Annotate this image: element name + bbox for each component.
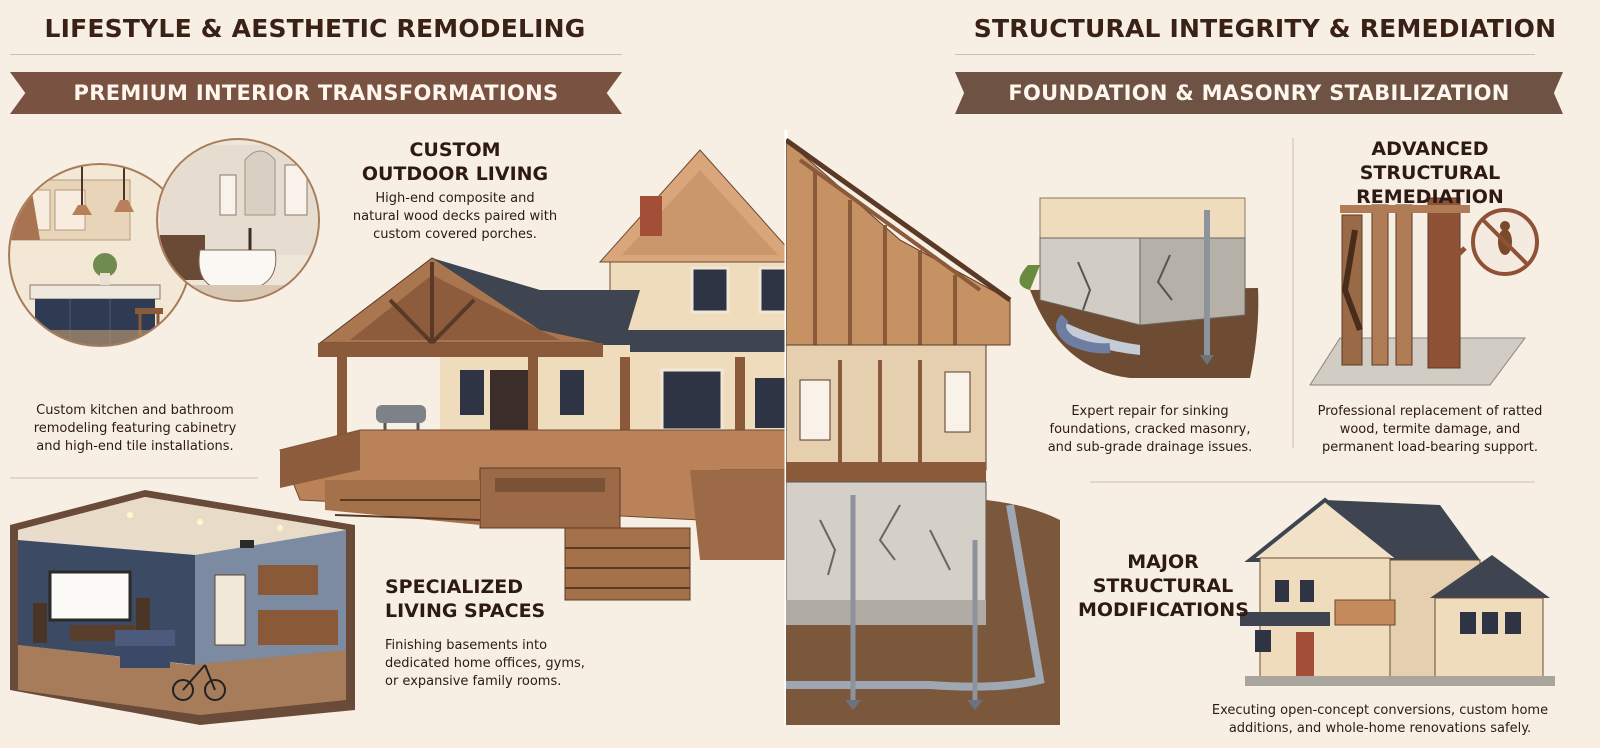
interior-remodel-desc-line-3: and high-end tile installations. (36, 439, 234, 454)
interior-remodel-desc-line-2: remodeling featuring cabinetry (33, 421, 237, 436)
foundation-repair-desc-line-2: foundations, cracked masonry, (1049, 422, 1251, 437)
major-modifications-title-line-2: STRUCTURAL (1092, 575, 1234, 597)
left-heading: LIFESTYLE & AESTHETIC REMODELING (44, 14, 586, 43)
specialized-spaces-title-line-2: LIVING SPACES (385, 600, 546, 622)
major-modifications-title-line-3: MODIFICATIONS (1078, 599, 1249, 621)
left-banner: PREMIUM INTERIOR TRANSFORMATIONS (10, 72, 622, 114)
specialized-spaces-desc-line-1: Finishing basements into (385, 638, 548, 653)
specialized-spaces-desc-line-3: or expansive family rooms. (385, 674, 562, 689)
advanced-remediation-description: Professional replacement of ratted wood,… (1300, 403, 1560, 457)
foundation-repair-desc-line-1: Expert repair for sinking (1071, 404, 1229, 419)
outdoor-living-desc-line-2: natural wood decks paired with (352, 209, 558, 224)
major-modifications-title: MAJOR STRUCTURAL MODIFICATIONS (1078, 550, 1249, 622)
major-modifications-title-line-1: MAJOR (1127, 551, 1199, 573)
outdoor-living-desc-line-3: custom covered porches. (373, 227, 537, 242)
outdoor-living-description: High-end composite and natural wood deck… (340, 190, 570, 244)
bathroom-circle-illustration (156, 138, 320, 302)
major-modifications-description: Executing open-concept conversions, cust… (1200, 702, 1560, 738)
advanced-remediation-title-line-2: REMEDIATION (1356, 186, 1504, 208)
right-banner: FOUNDATION & MASONRY STABILIZATION (955, 72, 1563, 114)
foundation-repair-illustration (1019, 197, 1259, 378)
advanced-remediation-desc-line-2: wood, termite damage, and (1339, 422, 1521, 437)
specialized-spaces-desc-line-2: dedicated home offices, gyms, (385, 656, 585, 671)
specialized-spaces-title-line-1: SPECIALIZED (385, 576, 524, 598)
house-finished-half (279, 149, 786, 601)
left-heading-rule (10, 54, 622, 55)
advanced-remediation-title: ADVANCED STRUCTURAL REMEDIATION (1300, 137, 1560, 209)
specialized-spaces-title: SPECIALIZED LIVING SPACES (385, 575, 585, 623)
outdoor-living-desc-line-1: High-end composite and (375, 191, 535, 206)
advanced-remediation-desc-line-3: permanent load-bearing support. (1321, 440, 1539, 455)
outdoor-living-title: CUSTOM OUTDOOR LIVING (350, 138, 560, 186)
outdoor-living-title-line-1: CUSTOM (409, 139, 501, 161)
basement-cutaway-illustration (10, 490, 355, 725)
wood-rot-termite-illustration (1309, 197, 1539, 386)
specialized-spaces-description: Finishing basements into dedicated home … (385, 637, 605, 691)
interior-remodel-desc-line-1: Custom kitchen and bathroom (36, 403, 234, 418)
major-modifications-desc-line-2: additions, and whole-home renovations sa… (1228, 721, 1532, 736)
outdoor-living-title-line-2: OUTDOOR LIVING (361, 163, 549, 185)
foundation-repair-desc-line-3: and sub-grade drainage issues. (1047, 440, 1253, 455)
advanced-remediation-desc-line-1: Professional replacement of ratted (1317, 404, 1543, 419)
house-structural-half (786, 137, 1060, 725)
right-heading: STRUCTURAL INTEGRITY & REMEDIATION (973, 14, 1557, 43)
interior-remodel-description: Custom kitchen and bathroom remodeling f… (10, 402, 260, 456)
home-addition-illustration (1240, 497, 1555, 686)
foundation-repair-description: Expert repair for sinking foundations, c… (1030, 403, 1270, 457)
kitchen-circle-illustration (8, 163, 192, 347)
right-heading-rule (955, 54, 1535, 55)
advanced-remediation-title-line-1: ADVANCED STRUCTURAL (1359, 138, 1501, 184)
major-modifications-desc-line-1: Executing open-concept conversions, cust… (1211, 703, 1549, 718)
